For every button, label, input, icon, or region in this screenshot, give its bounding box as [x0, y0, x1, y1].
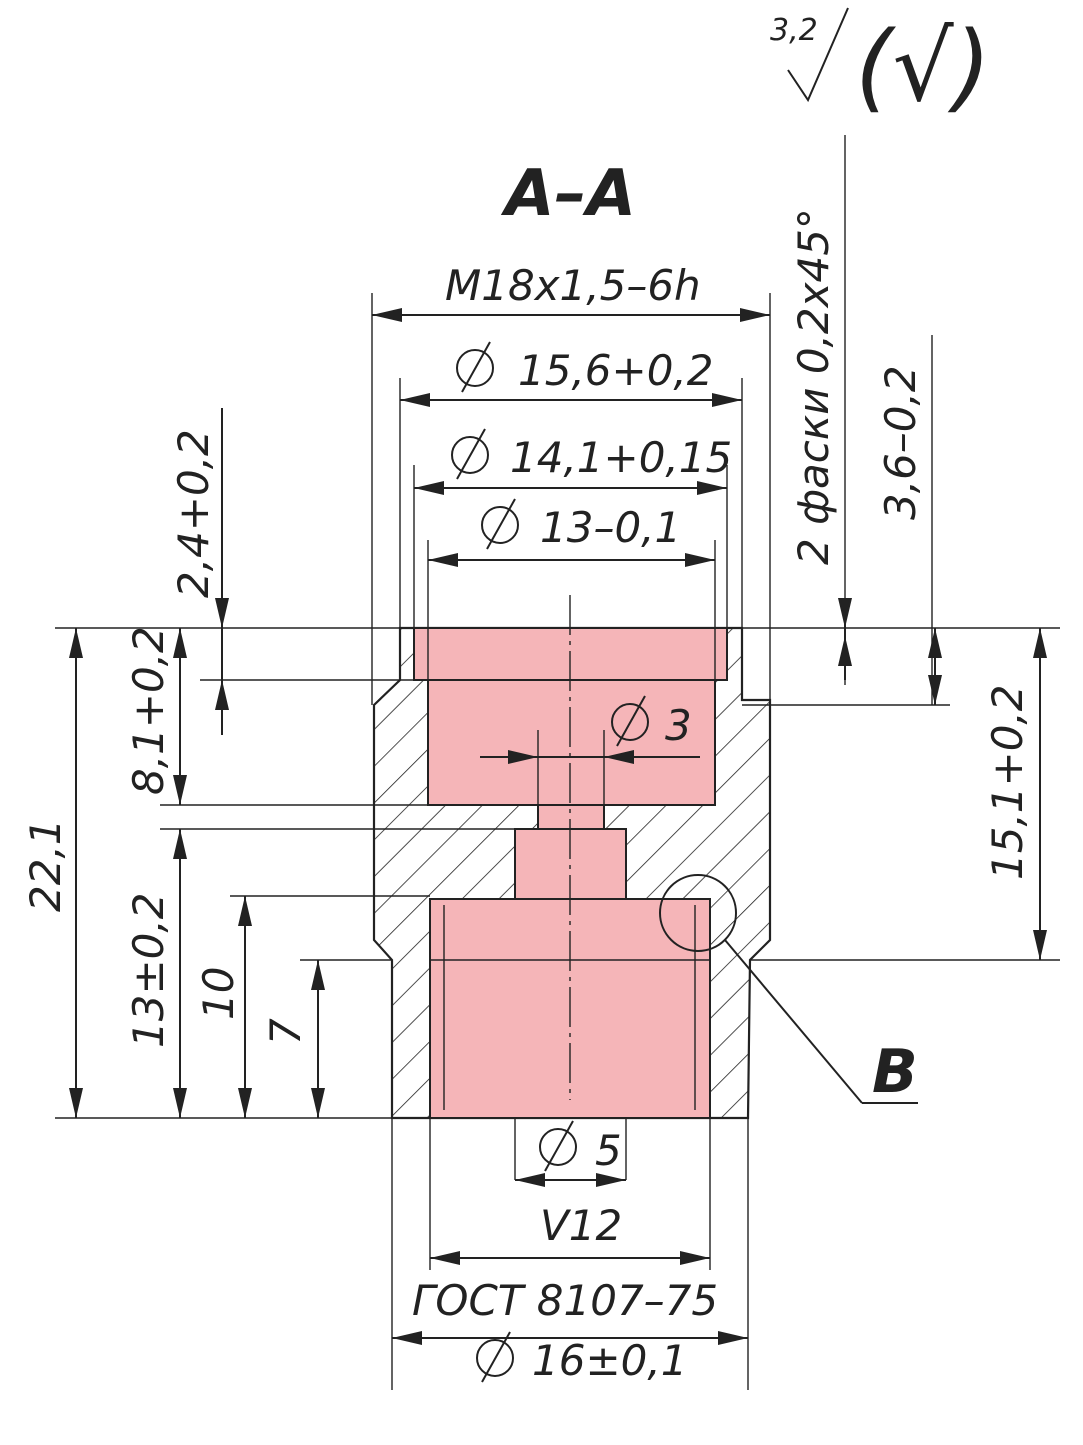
dim-bore-inner: 13–0,1	[540, 503, 681, 552]
detail-b-callout: В	[659, 874, 918, 1107]
diameter-symbol-3	[481, 498, 519, 550]
diameter-symbol-6	[476, 1331, 514, 1383]
dimension-lines	[75, 314, 1041, 1339]
dim-thread: М18x1,5–6h	[445, 261, 701, 310]
hole-small	[537, 804, 605, 830]
roughness-other-mark: (√)	[855, 11, 991, 123]
diameter-symbol-4	[611, 695, 649, 747]
roughness-mark: 3,2 (√)	[770, 7, 991, 123]
dim-bore-outer: 15,6+0,2	[518, 346, 714, 395]
part-body	[372, 595, 772, 1180]
dim-standard: ГОСТ 8107–75	[412, 1276, 718, 1325]
dim-outer-diameter: 16±0,1	[532, 1336, 687, 1385]
diameter-symbol-1	[456, 341, 494, 393]
dim-bore-mid: 14,1+0,15	[510, 433, 732, 482]
dim-depth-top: 2,4+0,2	[169, 429, 218, 598]
detail-label: В	[872, 1037, 918, 1107]
dim-length-10: 10	[194, 967, 243, 1020]
section-title: А–А	[500, 157, 636, 231]
diameter-symbol-2	[451, 428, 489, 480]
dim-bore-depth: 8,1+0,2	[124, 626, 173, 795]
dim-thread-length: 15,1+0,2	[983, 684, 1032, 880]
dim-total-length: 22,1	[21, 818, 70, 912]
bore-main	[427, 679, 716, 806]
diameter-symbol-5	[539, 1120, 577, 1172]
dim-chamfer-note: 2 фаски 0,2x45°	[789, 208, 838, 565]
dim-thread-height: 3,6–0,2	[876, 365, 925, 520]
dim-lower-length: 13±0,2	[124, 893, 173, 1048]
roughness-value: 3,2	[770, 13, 818, 48]
dim-length-7: 7	[261, 1018, 310, 1045]
dim-hole-bottom: 5	[595, 1126, 622, 1175]
dim-undercut: V12	[540, 1201, 622, 1250]
dim-hole-small: 3	[665, 701, 692, 750]
arrowheads	[69, 308, 1047, 1345]
